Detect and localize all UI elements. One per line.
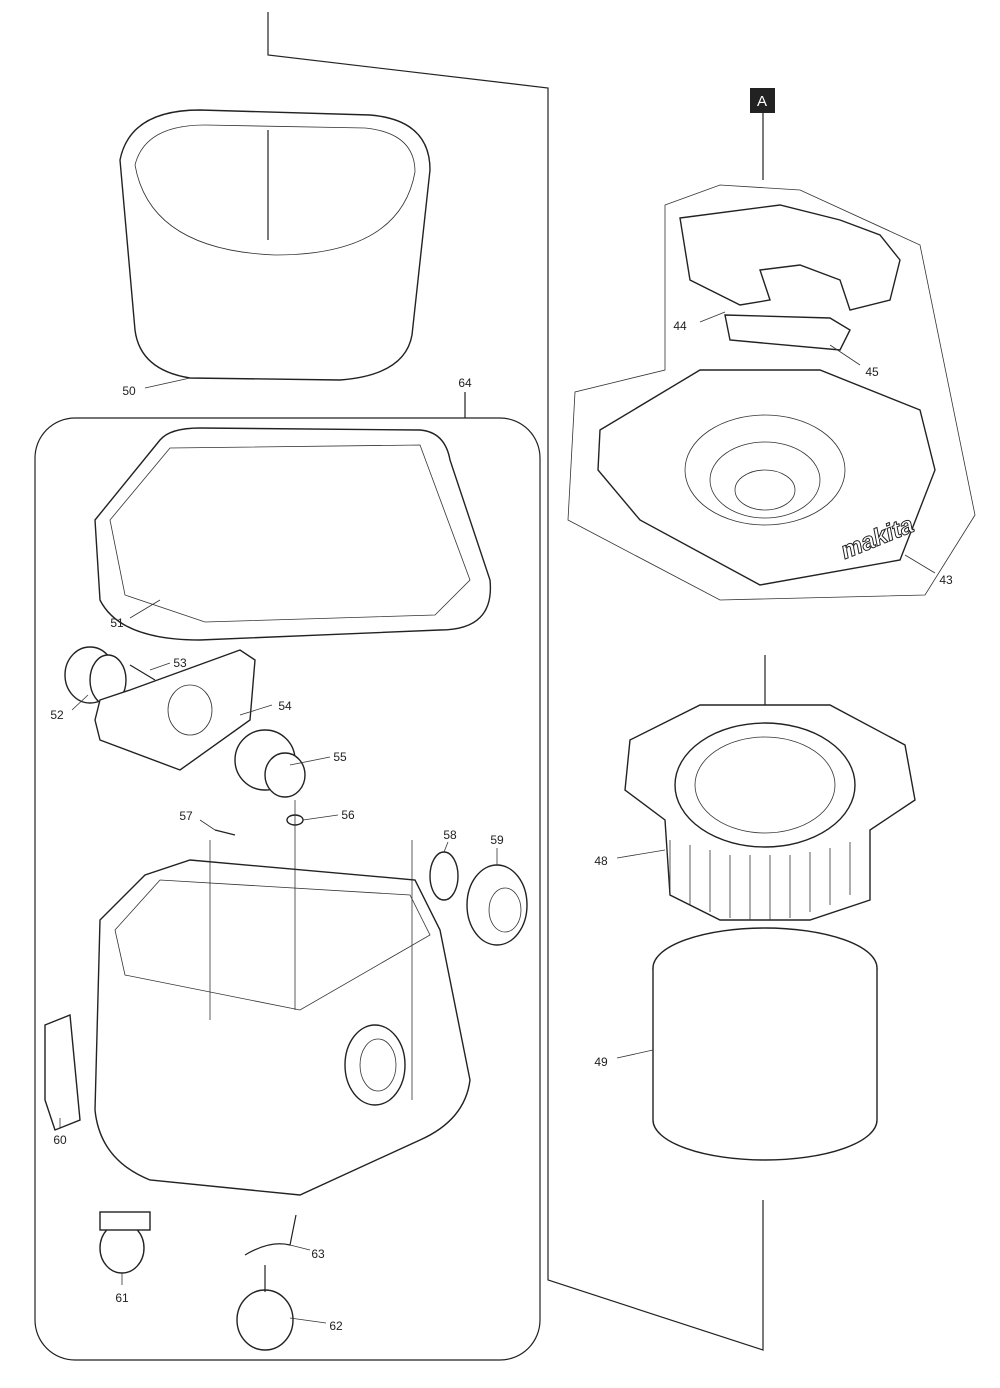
- label-43: 43: [939, 573, 953, 587]
- part-51-gasket-frame: [94, 427, 492, 641]
- part-43-head-cover: makita: [597, 369, 936, 586]
- label-57: 57: [179, 809, 193, 823]
- part-48-cartridge-filter: [624, 704, 916, 921]
- label-50: 50: [122, 384, 136, 398]
- part-52-hose-inlet: [64, 646, 127, 706]
- part-49-filter-sleeve: [652, 927, 878, 1161]
- tank-body: [94, 800, 471, 1196]
- label-52: 52: [50, 708, 64, 722]
- label-55: 55: [333, 750, 347, 764]
- label-48: 48: [594, 854, 608, 868]
- part-53-screw: [129, 664, 156, 681]
- section-marker-label: A: [757, 93, 767, 110]
- part-62-caster: [236, 1265, 294, 1351]
- label-64: 64: [458, 376, 472, 390]
- label-56: 56: [341, 808, 355, 822]
- label-51: 51: [110, 616, 124, 630]
- part-54-baffle-plate: [94, 649, 256, 771]
- label-44: 44: [673, 319, 687, 333]
- part-45-foam-strip: [724, 314, 851, 351]
- label-63: 63: [311, 1247, 325, 1261]
- part-63-pin: [244, 1214, 297, 1256]
- label-53: 53: [173, 656, 187, 670]
- label-61: 61: [115, 1291, 129, 1305]
- label-58: 58: [443, 828, 457, 842]
- kit-64-outline: [34, 417, 541, 1361]
- group-43-outline: [567, 184, 976, 601]
- label-59: 59: [490, 833, 504, 847]
- part-50-tank-liner: [119, 109, 431, 381]
- part-59-hose-collar: [466, 864, 528, 946]
- assembly-boundary-line: [267, 12, 764, 1351]
- leader-lines: [59, 311, 936, 1324]
- section-marker-a: A: [750, 88, 775, 180]
- part-61-caster: [99, 1211, 151, 1274]
- label-62: 62: [329, 1319, 343, 1333]
- part-55-inlet-fitting: [234, 729, 306, 798]
- label-49: 49: [594, 1055, 608, 1069]
- part-44-filter-foam: [679, 204, 901, 311]
- label-60: 60: [53, 1133, 67, 1147]
- label-54: 54: [278, 699, 292, 713]
- part-60-latch: [44, 1014, 81, 1131]
- label-45: 45: [865, 365, 879, 379]
- part-58-o-ring: [429, 851, 459, 901]
- part-57-screw: [214, 829, 236, 836]
